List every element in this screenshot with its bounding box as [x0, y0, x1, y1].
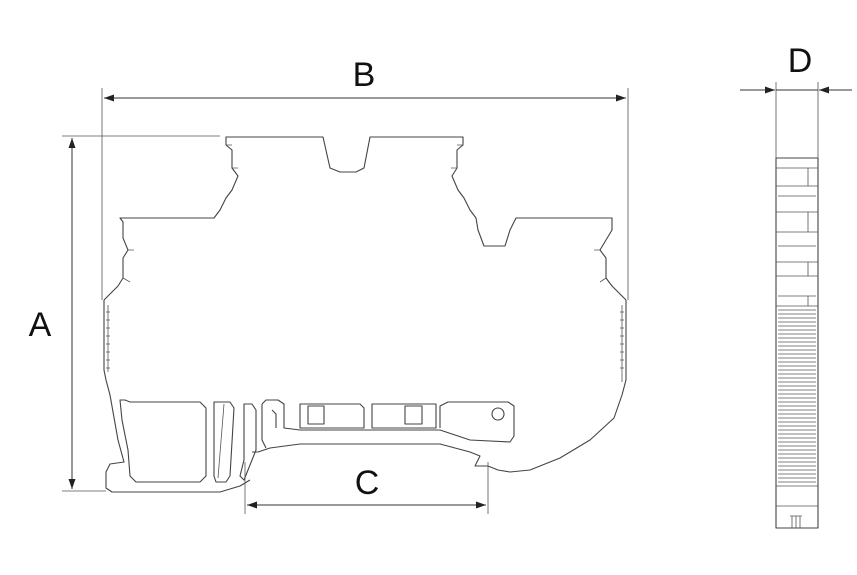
dimension-d: D: [740, 42, 852, 158]
dimension-c: C: [244, 462, 489, 514]
dimension-label-c: C: [355, 464, 380, 502]
dimension-b: B: [101, 56, 629, 300]
dimension-a: A: [29, 135, 220, 492]
dimension-label-b: B: [353, 56, 376, 94]
front-view-outline: [103, 136, 627, 493]
dimension-label-a: A: [29, 306, 52, 344]
side-view-outline: [775, 157, 819, 529]
dimension-label-d: D: [788, 42, 813, 80]
